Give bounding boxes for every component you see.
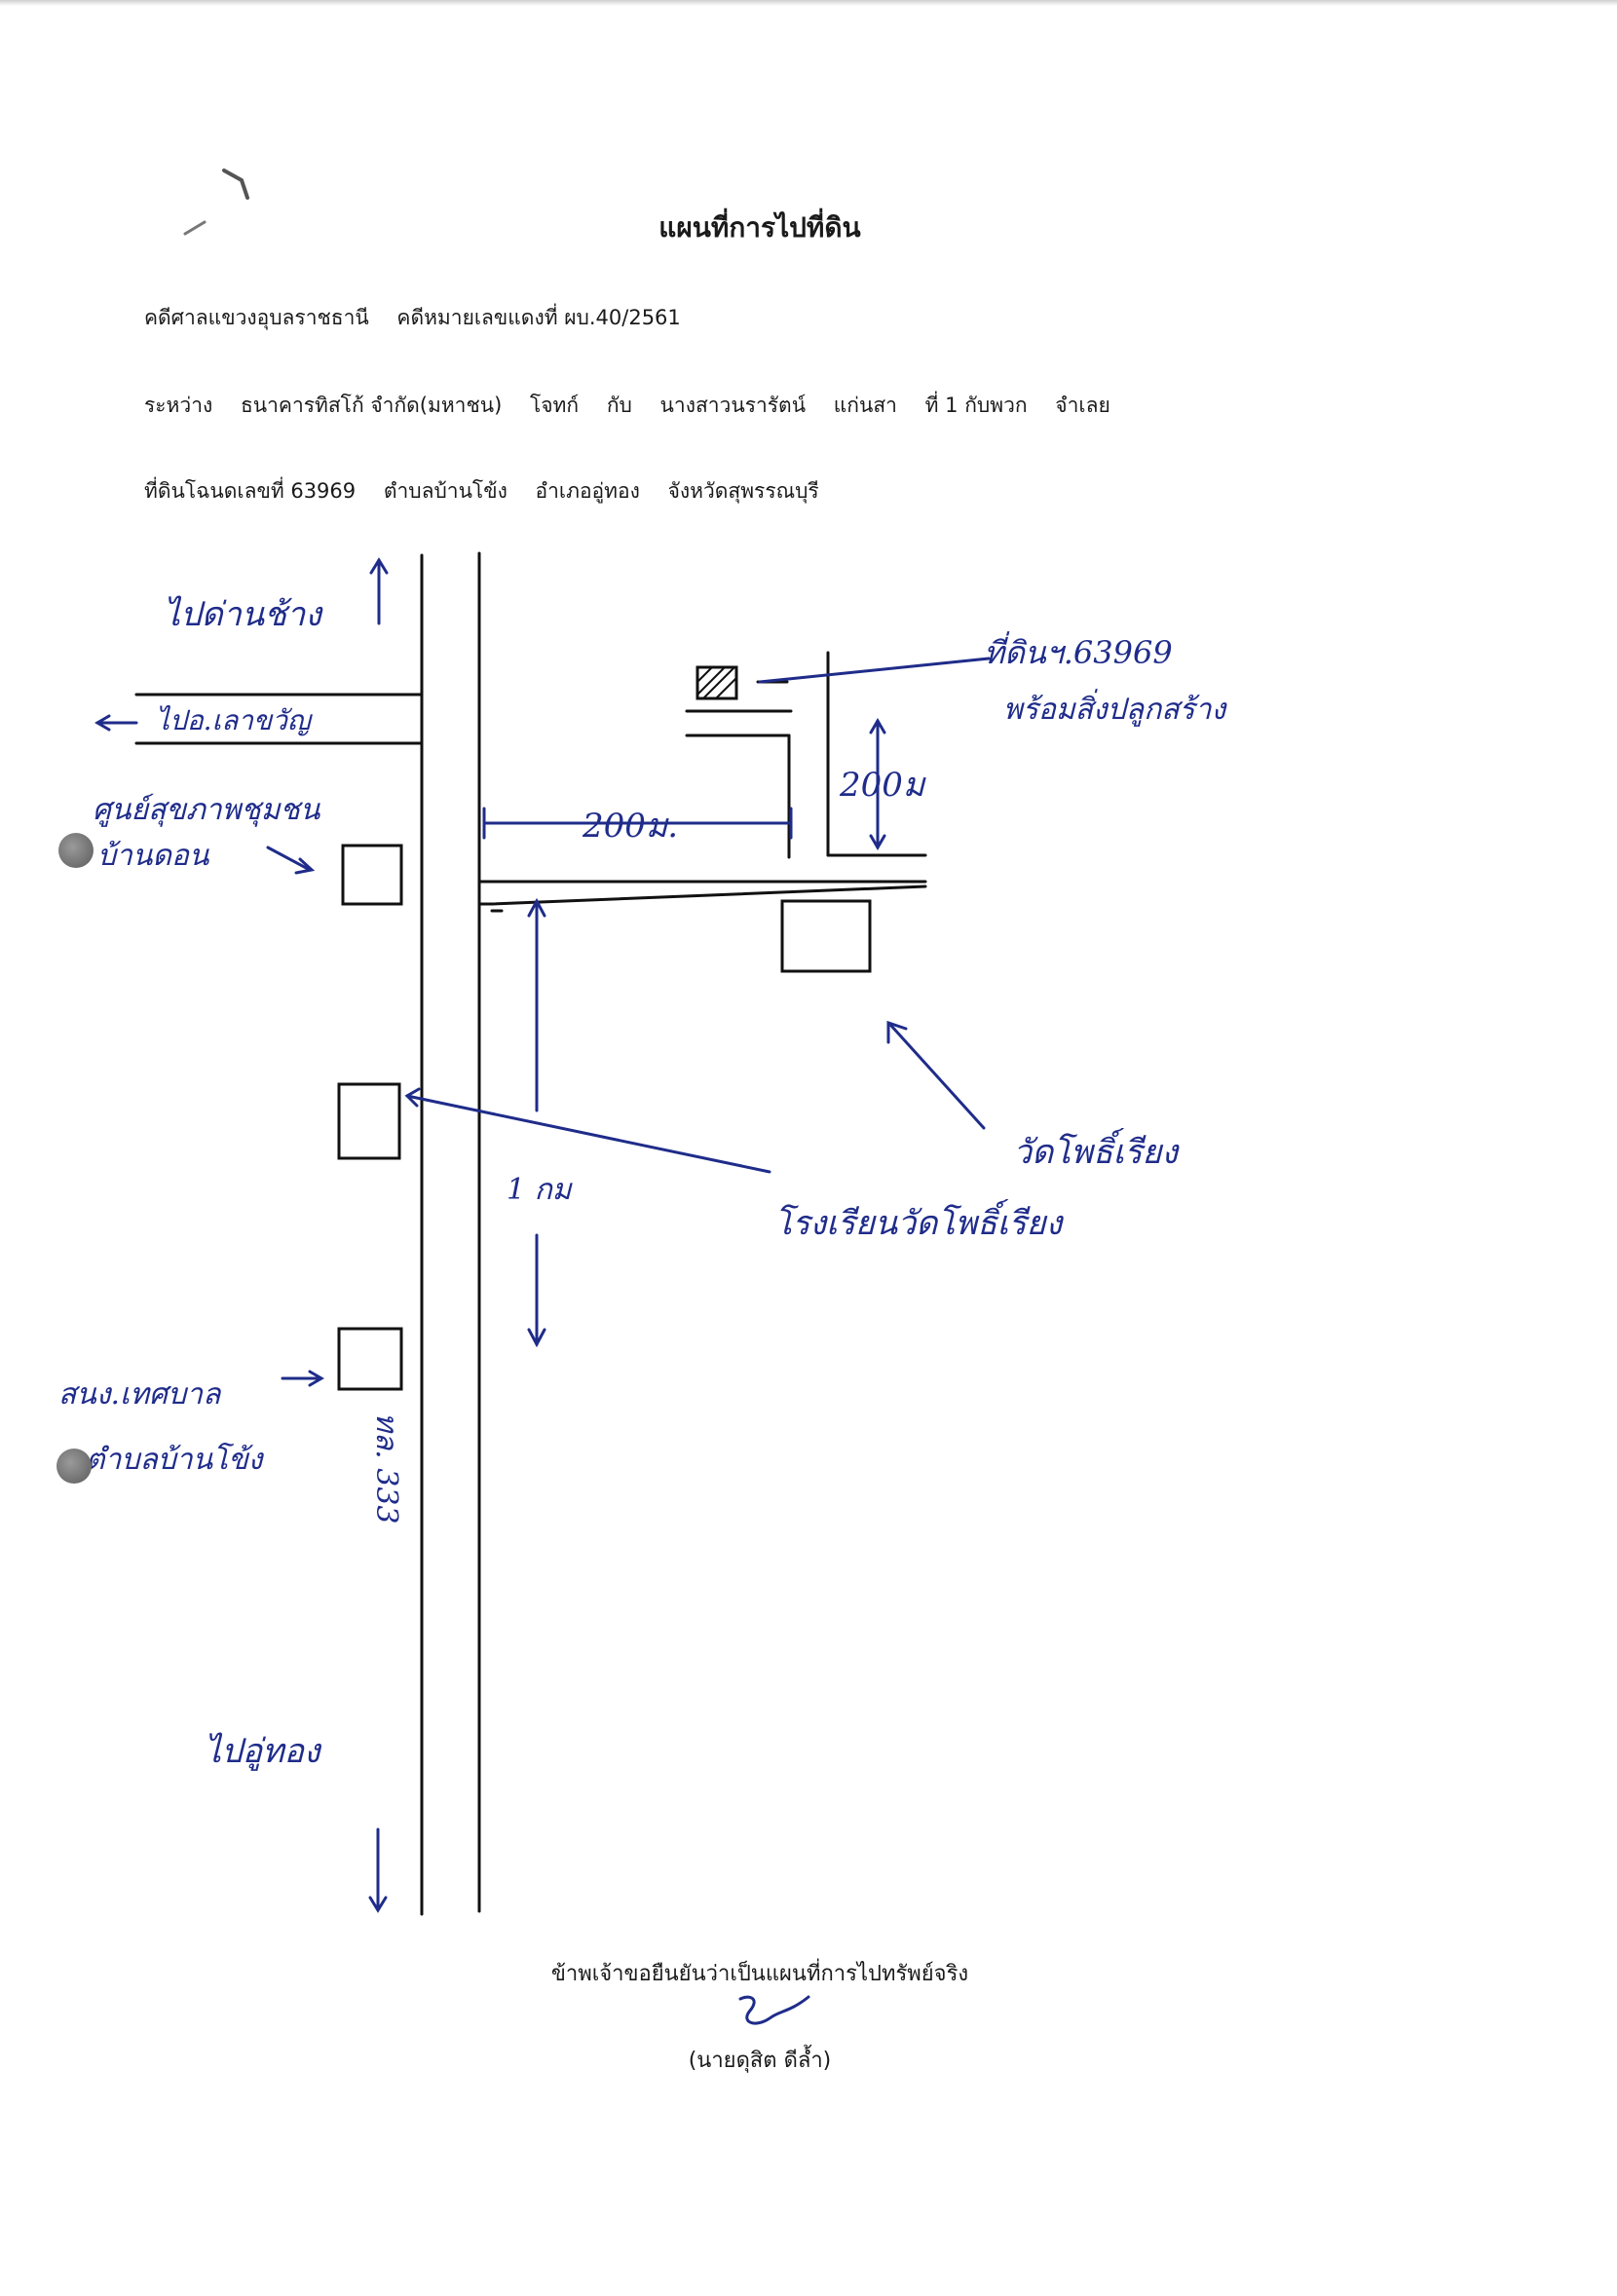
case-line: คดีศาลแขวงอุบลราชธานี คดีหมายเลขแดงที่ ผ… (144, 302, 702, 334)
confirm-statement: ข้าพเจ้าขอยืนยันว่าเป็นแผนที่การไปทรัพย์… (550, 1962, 969, 1986)
municipality-building (337, 1327, 403, 1391)
defendant-number: ที่ 1 กับพวก (924, 394, 1028, 417)
label-temple: วัดโพธิ์เรียง (1013, 1133, 1179, 1172)
label-health-center: ศูนย์สุขภาพชุมชน (93, 793, 320, 827)
label-distance-200-h: 200ม. (583, 807, 679, 846)
court-name: คดีศาลแขวงอุบลราชธานี (144, 306, 369, 329)
school-building (337, 1082, 401, 1160)
signer-name: (นายดุสิต ดีล้ำ) (688, 2049, 832, 2073)
label-to-u-thong: ไปอู่ทอง (205, 1732, 320, 1771)
branch-road-bottom (490, 885, 927, 906)
scan-edge (0, 0, 1617, 6)
punch-hole (56, 1449, 92, 1484)
label-lao-khwan: ไปอ.เลาขวัญ (156, 704, 311, 736)
label-to-dan-chang: ไปด่านช้าง (164, 595, 321, 634)
with-label: กับ (606, 394, 632, 417)
defendant-name: นางสาวนรารัตน์ (659, 394, 807, 417)
health-pointer (266, 846, 312, 872)
plaintiff-role: โจทก์ (529, 394, 580, 417)
scan-mark (222, 169, 249, 200)
subdistrict: ตำบลบ้านโข้ง (383, 479, 508, 503)
label-distance-200-v: 200ม (840, 766, 925, 805)
punch-hole (58, 833, 94, 868)
province: จังหวัดสุพรรณบุรี (667, 479, 819, 503)
temple-pointer (889, 1024, 986, 1130)
label-highway: ทล. 333 (369, 1412, 403, 1524)
label-school: โรงเรียนวัดโพธิ์เรียง (774, 1204, 1063, 1243)
health-center-building (341, 844, 403, 906)
between-label: ระหว่าง (144, 394, 213, 417)
temple-building (780, 899, 872, 973)
land-pointer (758, 657, 991, 684)
page-title: แผนที่การไปที่ดิน (658, 211, 861, 244)
school-pointer (405, 1094, 771, 1174)
case-number: คดีหมายเลขแดงที่ ผบ.40/2561 (396, 306, 681, 329)
land-deed: ที่ดินโฉนดเลขที่ 63969 (144, 479, 357, 503)
label-land-line2: พร้อมสิ่งปลูกสร้าง (1003, 693, 1226, 727)
signature (738, 1995, 810, 2025)
scan-mark (183, 220, 207, 236)
label-municipality-line2: ตำบลบ้านโข้ง (86, 1443, 263, 1477)
label-distance-1km: 1 กม (507, 1173, 572, 1207)
defendant-surname: แก่นสา (833, 394, 897, 417)
label-health-center-line2: บ้านดอน (97, 839, 209, 873)
district: อำเภออู่ทอง (535, 479, 640, 503)
defendant-role: จำเลย (1055, 394, 1110, 417)
label-land: ที่ดินฯ.63969 (984, 634, 1173, 671)
land-line: ที่ดินโฉนดเลขที่ 63969 ตำบลบ้านโข้ง อำเภ… (144, 475, 841, 508)
label-municipality: สนง.เทศบาล (58, 1377, 221, 1411)
parties-line: ระหว่าง ธนาคารทิสโก้ จำกัด(มหาชน) โจทก์ … (144, 390, 1132, 422)
plaintiff-name: ธนาคารทิสโก้ จำกัด(มหาชน) (240, 394, 503, 417)
